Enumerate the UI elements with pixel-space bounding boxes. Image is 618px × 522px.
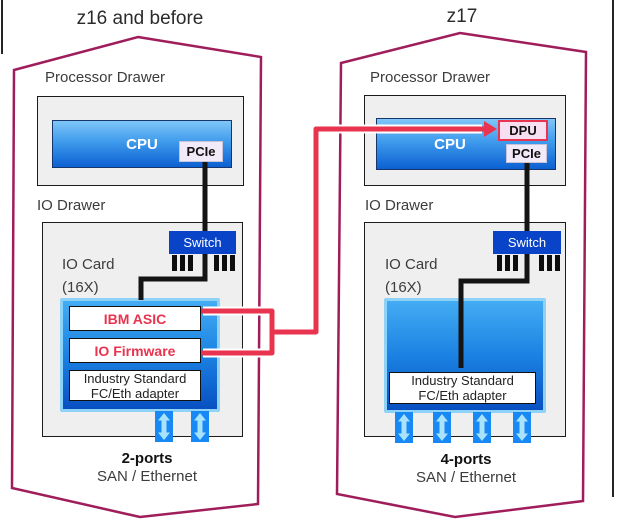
port-arrow-icon [395,412,413,443]
right-diagram-title: z17 [446,6,478,27]
right-adapter-label-line2: FC/Eth adapter [418,388,507,403]
right-ports-count-label: 4-ports [440,451,492,468]
left-adapter-label-line1: Industry Standard [83,370,187,386]
left-io-card-label-line2: (16X) [62,279,99,296]
port-arrow-icon [155,411,173,442]
port-arrow-icon [473,412,491,443]
io-firmware-box: IO Firmware [69,338,201,363]
right-adapter-label-line1: Industry Standard [411,373,514,388]
left-io-drawer-label: IO Drawer [37,197,106,214]
right-adapter-box: Industry Standard FC/Eth adapter [389,372,536,404]
left-io-card-label-line1: IO Card [62,256,115,273]
port-arrow-icon [433,412,451,443]
right-san-ethernet-label: SAN / Ethernet [415,469,517,486]
right-io-card-label-line1: IO Card [385,256,438,273]
screen-edge-left [1,0,3,54]
left-adapter-box: Industry Standard FC/Eth adapter [69,370,201,401]
dpu-chip: DPU [498,120,548,141]
right-switch-label: Switch [507,235,547,250]
left-switch-box: Switch [169,231,236,254]
right-cpu-label: CPU [434,135,466,153]
left-cpu-label: CPU [126,135,158,153]
io-firmware-label: IO Firmware [94,342,176,359]
left-switch-label: Switch [183,235,222,250]
port-arrow-icon [513,412,531,443]
left-adapter-label-line2: FC/Eth adapter [90,385,180,401]
left-processor-drawer-label: Processor Drawer [45,69,166,86]
left-diagram-title: z16 and before [76,8,204,29]
right-io-drawer-label: IO Drawer [365,197,434,214]
right-switch-box: Switch [493,231,561,254]
left-san-ethernet-label: SAN / Ethernet [96,468,198,485]
ibm-asic-box: IBM ASIC [69,306,201,331]
left-pcie-chip: PCIe [179,141,223,162]
port-arrow-icon [191,411,209,442]
right-io-card-label-line2: (16X) [385,279,422,296]
screen-edge-right [612,0,614,497]
right-pcie-chip: PCIe [506,144,547,163]
right-processor-drawer-label: Processor Drawer [370,69,491,86]
ibm-asic-label: IBM ASIC [103,310,167,327]
left-ports-count-label: 2-ports [121,450,173,467]
